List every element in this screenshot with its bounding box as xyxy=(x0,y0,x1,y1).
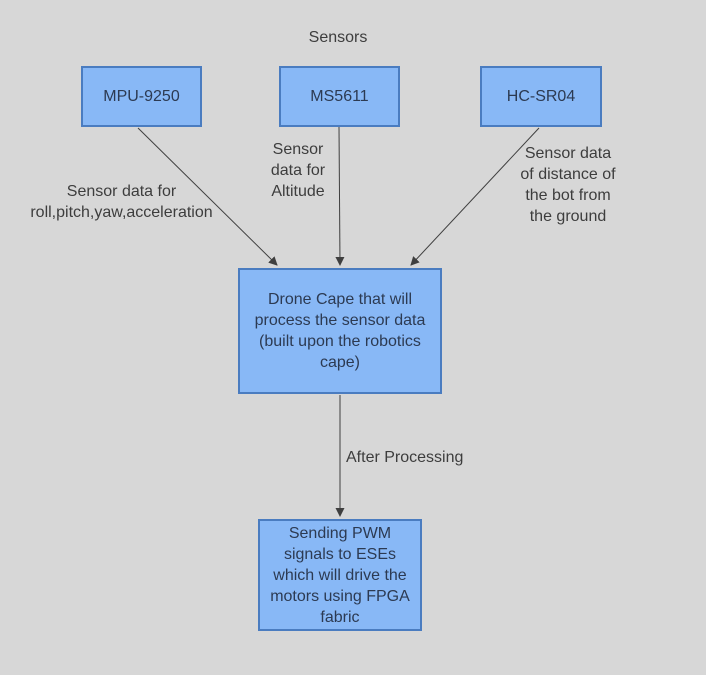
node-mpu9250: MPU-9250 xyxy=(81,66,202,127)
node-ms5611-label: MS5611 xyxy=(310,88,369,105)
node-drone-cape-label: Drone Cape that will process the sensor … xyxy=(254,291,426,371)
edge-label-ms5611-to-cape: Sensor data for Altitude xyxy=(270,141,326,200)
edge-label-mpu-to-cape: Sensor data for roll,pitch,yaw,accelerat… xyxy=(30,183,213,221)
node-mpu9250-label: MPU-9250 xyxy=(103,88,180,105)
node-ms5611: MS5611 xyxy=(279,66,400,127)
edge-label-hcsr04-to-cape: Sensor data of distance of the bot from … xyxy=(520,145,616,225)
edge-label-cape-to-pwm: After Processing xyxy=(346,449,464,466)
diagram-title: Sensors xyxy=(308,29,368,46)
node-pwm: Sending PWM signals to ESEs which will d… xyxy=(258,519,422,631)
node-hcsr04: HC-SR04 xyxy=(480,66,602,127)
node-hcsr04-label: HC-SR04 xyxy=(506,88,576,105)
node-drone-cape: Drone Cape that will process the sensor … xyxy=(238,268,442,394)
node-pwm-label: Sending PWM signals to ESEs which will d… xyxy=(270,524,410,626)
